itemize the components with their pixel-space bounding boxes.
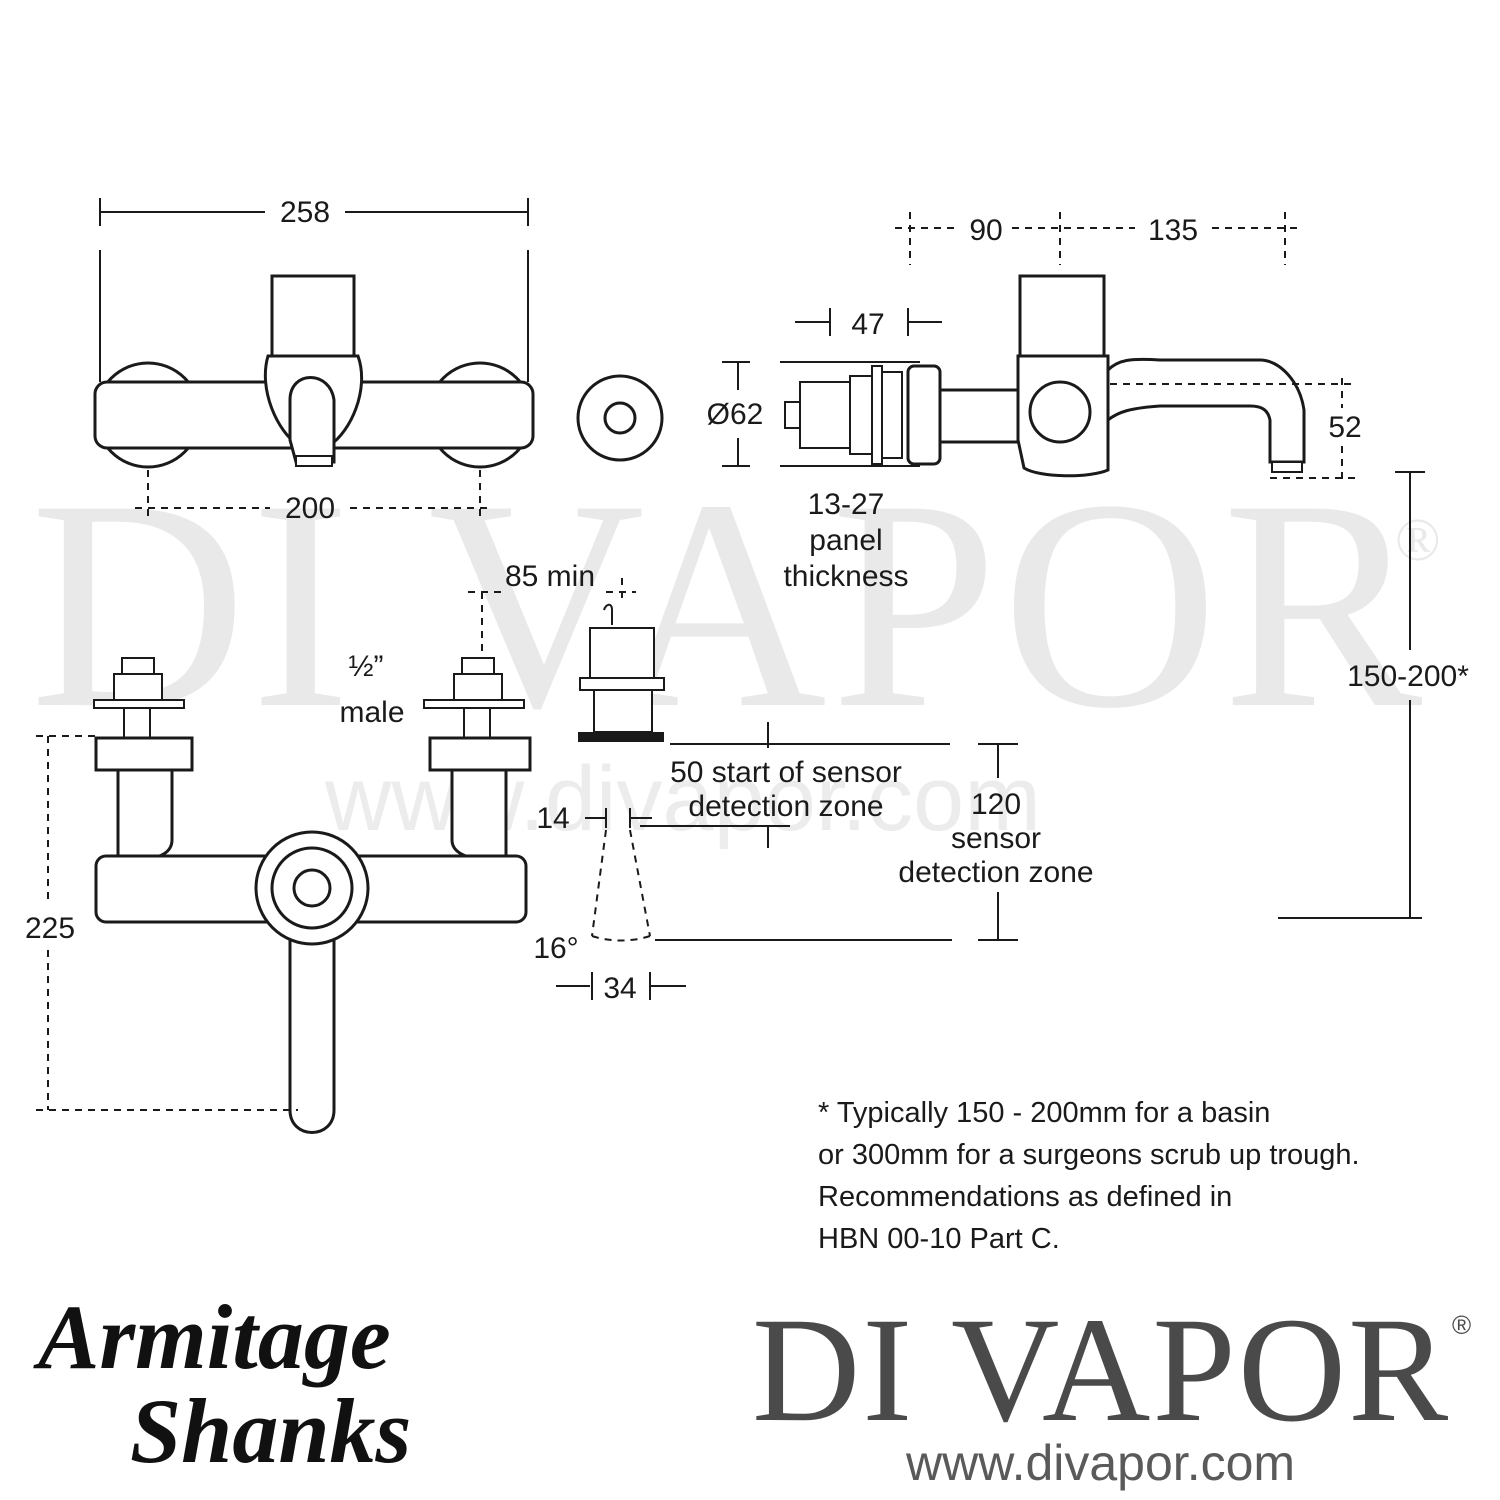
brand-logo: DI VAPOR ® www.divapor.com <box>752 1287 1471 1491</box>
front-view: 258 200 <box>93 196 535 525</box>
rear-view: 85 min ½” male 225 <box>25 560 636 1134</box>
side-sensor-housing <box>1018 274 1106 358</box>
detection-cone-left <box>591 829 607 937</box>
dim-depth-to-body: 90 <box>969 214 1002 247</box>
panel-thickness-range: 13-27 <box>808 488 885 521</box>
sensor-body <box>589 627 655 681</box>
watermark-brand: DI VAPOR <box>30 438 1426 770</box>
thread-type: male <box>339 696 404 729</box>
footnote-line-3: Recommendations as defined in <box>818 1181 1232 1213</box>
left-rear-flange <box>94 736 194 772</box>
dim-centres: 200 <box>285 492 335 525</box>
detection-start-label-1: 50 start of sensor <box>670 756 902 789</box>
right-inlet-nut <box>453 673 503 701</box>
dim-rear-height: 225 <box>25 912 75 945</box>
sensor-detail: 50 start of sensor detection zone 120 se… <box>533 603 1094 1005</box>
right-leg <box>450 768 508 860</box>
footnote-line-4: HBN 00-10 Part C. <box>818 1223 1060 1255</box>
detection-zone-value: 120 <box>971 788 1021 821</box>
dim-connector-length: 47 <box>851 308 884 341</box>
left-inlet-nut <box>113 673 163 701</box>
detection-zone-label-2: detection zone <box>898 856 1093 889</box>
detection-start-label-2: detection zone <box>688 790 883 823</box>
thread-size: ½” <box>348 650 383 683</box>
brand-logo-url: www.divapor.com <box>905 1435 1295 1491</box>
flange-face-view <box>576 374 664 462</box>
detection-zone-label-1: sensor <box>951 822 1041 855</box>
lock-nut <box>849 375 873 455</box>
lever-handle <box>288 918 336 1134</box>
maker-logo-line-1: Armitage <box>33 1286 391 1388</box>
rear-knob-center <box>292 868 332 908</box>
sensor-housing <box>270 274 356 358</box>
detection-cone-angle: 16° <box>533 932 578 965</box>
dim-overall-width: 258 <box>280 196 330 229</box>
dim-cone-width: 34 <box>603 972 636 1005</box>
watermark-registered-mark: ® <box>1395 507 1445 573</box>
side-control-knob <box>1028 380 1092 444</box>
dim-flange-diameter: Ø62 <box>707 398 764 431</box>
footnote: * Typically 150 - 200mm for a basin or 3… <box>818 1097 1360 1255</box>
dim-min-clearance: 85 min <box>505 560 595 593</box>
side-body-stem <box>938 388 1028 444</box>
brand-logo-registered: ® <box>1452 1310 1471 1340</box>
maker-logo: Armitage Shanks <box>33 1286 411 1482</box>
right-rear-flange <box>428 736 532 772</box>
sensor-base <box>578 732 664 742</box>
dim-lens-width: 14 <box>536 802 569 835</box>
dim-spout-projection: 135 <box>1148 214 1198 247</box>
maker-logo-line-2: Shanks <box>130 1380 411 1482</box>
footnote-line-1: * Typically 150 - 200mm for a basin <box>818 1097 1270 1129</box>
flange-inner-hole <box>603 401 637 435</box>
side-view: 90 135 47 Ø62 52 <box>707 212 1469 919</box>
panel-washer <box>871 365 883 465</box>
detection-cone-right <box>629 829 651 937</box>
brand-logo-name: DI VAPOR <box>752 1287 1450 1453</box>
spout <box>288 376 336 464</box>
dim-spout-height: 52 <box>1328 411 1361 444</box>
threaded-connector <box>799 381 851 449</box>
spout-outlet <box>295 455 333 467</box>
footnote-line-2: or 300mm for a surgeons scrub up trough. <box>818 1139 1360 1171</box>
panel-thickness-label-1: panel <box>809 524 882 557</box>
left-leg <box>116 768 174 860</box>
panel-thickness-label-2: thickness <box>783 560 908 593</box>
sensor-lens-housing <box>593 689 653 733</box>
dim-mount-height: 150-200* <box>1347 660 1469 693</box>
side-wall-flange <box>906 364 942 466</box>
